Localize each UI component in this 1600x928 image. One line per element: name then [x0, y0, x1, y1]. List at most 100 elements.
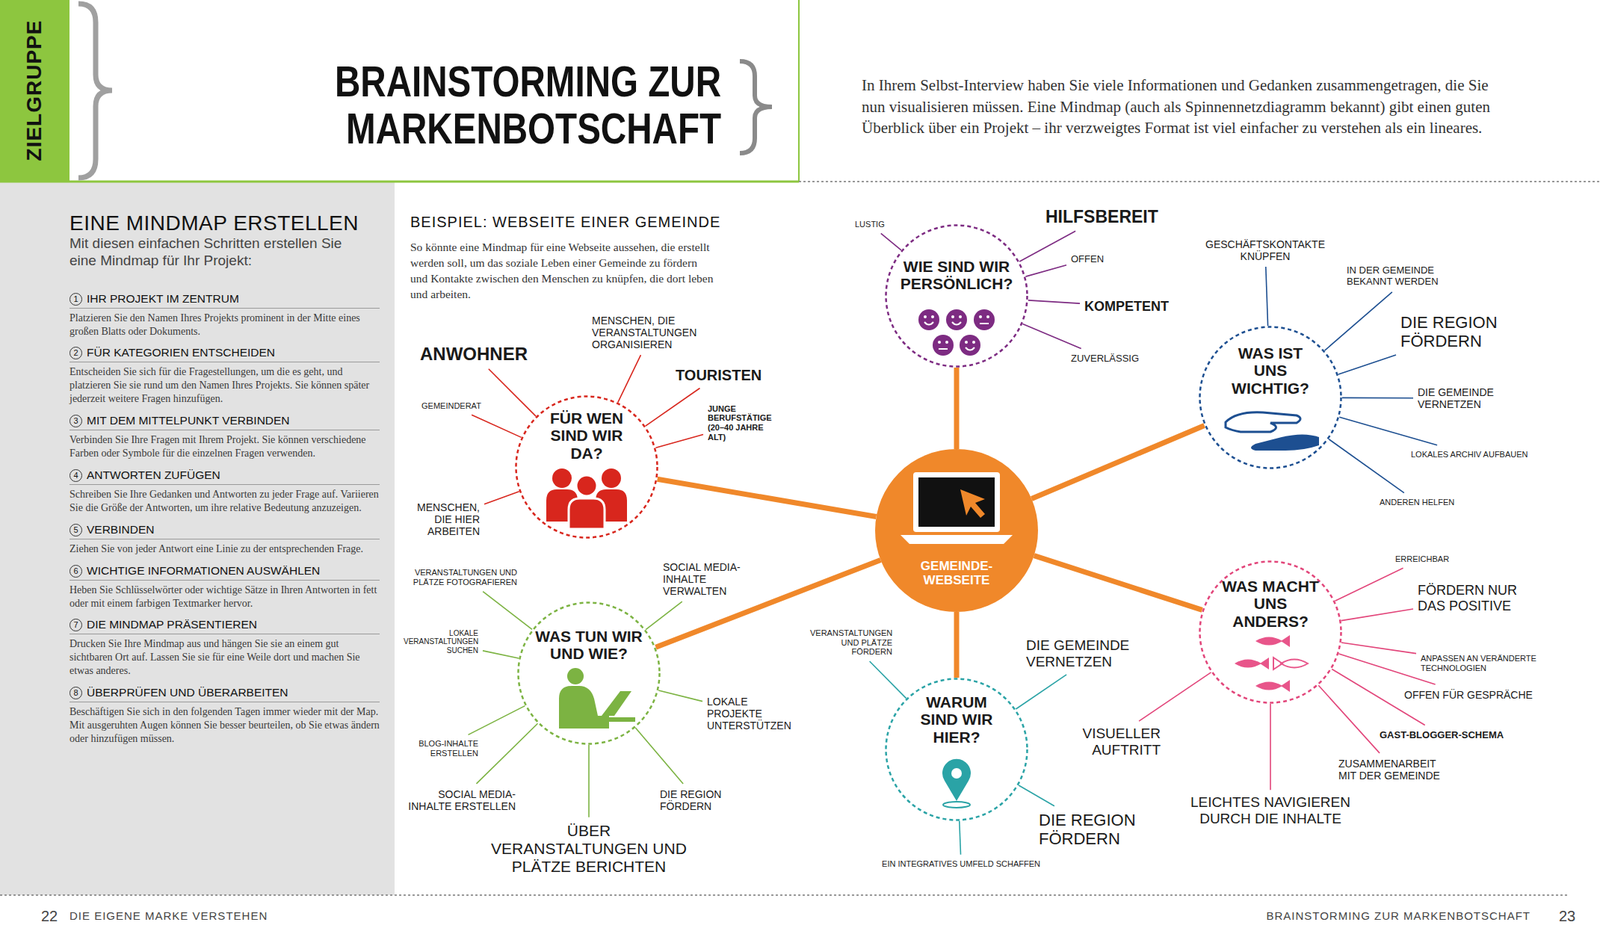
leader-line [476, 723, 538, 784]
answer-label: KOMPETENT [1084, 298, 1169, 315]
text-block: In Ihrem Selbst-Interview haben Sie viel… [861, 74, 1516, 139]
leader-line [588, 745, 590, 818]
smiley [959, 334, 981, 356]
person-head [576, 475, 598, 497]
step-body: Beschäftigen Sie sich in den folgenden T… [69, 705, 380, 746]
answer-label: IN DER GEMEINDE BEKANNT WERDEN [1346, 265, 1474, 288]
header-rule [0, 180, 799, 184]
hub-fill [875, 449, 1039, 613]
circle-label: WAS TUN WIR UND WIE? [529, 627, 649, 663]
leader-line [645, 388, 701, 427]
laptop-base [596, 717, 636, 722]
step-number: 8 [69, 686, 83, 700]
text-block: So könnte eine Mindmap für eine Webseite… [410, 239, 717, 303]
leader-line [1338, 354, 1396, 375]
step: 6WICHTIGE INFORMATIONEN AUSWÄHLENHeben S… [69, 564, 380, 611]
circle-label: WAS MACHT UNS ANDERS? [1214, 577, 1327, 630]
person-head [601, 468, 622, 488]
leader-line [1022, 323, 1081, 349]
people-icon [546, 468, 627, 530]
leader-line [1341, 609, 1414, 622]
answer-label: GAST-BLOGGER-SCHEMA [1379, 730, 1504, 742]
answer-label: ANDEREN HELFEN [1379, 497, 1455, 508]
circle-outline [517, 601, 661, 746]
step-body: Entscheiden Sie sich für die Fragestellu… [69, 365, 380, 406]
answer-label: LEICHTES NAVIGIEREN DURCH DIE INHALTE [1184, 794, 1357, 828]
connector [1034, 556, 1203, 611]
answer-label: DIE REGION FÖRDERN [659, 788, 735, 813]
answer-label: MENSCHEN, DIE VERANSTALTUNGEN ORGANISIER… [591, 314, 712, 351]
answer-label: TOURISTEN [675, 366, 762, 385]
answer-label: DIE REGION FÖRDERN [1400, 313, 1528, 352]
leader-line [1318, 685, 1380, 754]
leader-line [645, 601, 683, 630]
answer-label: OFFEN [1070, 254, 1104, 266]
leader-line [1334, 567, 1403, 601]
panel-content: EINE MINDMAP ERSTELLENMit diesen einfach… [69, 211, 380, 755]
panel-intro: Mit diesen einfachen Schritten erstellen… [69, 235, 354, 270]
step-head: 7DIE MINDMAP PRÄSENTIEREN [69, 618, 380, 635]
answer-label: DIE GEMEINDE VERNETZEN [1026, 637, 1169, 671]
person-head [552, 468, 572, 488]
answer-label: GESCHÄFTSKONTAKTE KNÜPFEN [1201, 238, 1329, 263]
dotted-rule [798, 180, 1600, 183]
answer-label: LOKALES ARCHIV AUFBAUEN [1410, 449, 1529, 460]
step-title: ÜBERPRÜFEN UND ÜBERARBEITEN [86, 686, 289, 699]
answer-label: ÜBER VERANSTALTUNGEN UND PLÄTZE BERICHTE… [487, 822, 690, 876]
step-body: Ziehen Sie von jeder Antwort eine Linie … [69, 542, 380, 557]
connector [1031, 425, 1204, 499]
pin-hole [951, 768, 962, 779]
leader-line [635, 727, 684, 784]
footer-text: 23 [1558, 907, 1576, 926]
laptop-screen [918, 477, 995, 527]
cursor [960, 489, 985, 518]
dashed-ring [518, 603, 660, 745]
footer-text: 22 [41, 907, 58, 926]
section-band: ZIELGRUPPE [0, 0, 70, 182]
leader-line [488, 369, 536, 417]
step-title: MIT DEM MITTELPUNKT VERBINDEN [86, 414, 290, 427]
answer-label: SOCIAL MEDIA-INHALTE VERWALTEN [662, 561, 761, 598]
circle-label: WARUM SIND WIR HIER? [907, 693, 1006, 746]
answer-label: ZUVERLÄSSIG [1070, 353, 1139, 365]
answer-label: ANWOHNER [419, 343, 528, 365]
band-text: ZIELGRUPPE [22, 20, 47, 162]
answer-label: SOCIAL MEDIA-INHALTE ERSTELLEN [403, 788, 516, 813]
step-head: 8ÜBERPRÜFEN UND ÜBERARBEITEN [69, 686, 380, 703]
answer-label: EIN INTEGRATIVES UMFELD SCHAFFEN [881, 859, 1041, 870]
dashed-ring [886, 225, 1028, 367]
leader-line [1015, 674, 1067, 710]
topic-circle: WIE SIND WIR PERSÖNLICH? [884, 224, 1029, 368]
panel-heading: EINE MINDMAP ERSTELLEN [69, 211, 380, 236]
answer-label: MENSCHEN, DIE HIER ARBEITEN [405, 501, 480, 538]
dashed-ring [516, 396, 658, 539]
step-title: VERBINDEN [86, 523, 154, 536]
topic-circle: WAS MACHT UNS ANDERS? [1198, 560, 1343, 704]
leader-line [468, 706, 526, 736]
dashed-ring [1200, 561, 1342, 704]
circle-label: GEMEINDE-WEBSEITE [907, 559, 1006, 588]
answer-label: ZUSAMMENARBEIT MIT DER GEMEINDE [1338, 757, 1451, 782]
leader-line [1269, 703, 1272, 790]
answer-label: ANPASSEN AN VERÄNDERTE TECHNOLOGIEN [1420, 653, 1548, 673]
dashed-ring [886, 679, 1028, 821]
step-head: 2FÜR KATEGORIEN ENTSCHEIDEN [69, 346, 380, 363]
leader-line [1339, 417, 1438, 445]
step-head: 1IHR PROJEKT IM ZENTRUM [69, 292, 380, 309]
leader-line [1028, 300, 1080, 304]
answer-label: JUNGE BERUFSTÄTIGE (20–40 JAHRE ALT) [707, 404, 783, 443]
smiley [932, 334, 954, 356]
topic-circle: WAS IST UNS WICHTIG? [1198, 325, 1343, 470]
leader-line [1342, 397, 1414, 400]
step-head: 5VERBINDEN [69, 523, 380, 540]
leader-line [1341, 642, 1417, 654]
step-title: IHR PROJEKT IM ZENTRUM [86, 292, 240, 305]
side-panel: EINE MINDMAP ERSTELLENMit diesen einfach… [0, 181, 395, 896]
answer-label: LOKALE VERANSTALTUNGEN SUCHEN [403, 629, 479, 656]
header-divider [798, 0, 800, 182]
circle-label: FÜR WEN SIND WIR DA? [538, 409, 636, 462]
step: 8ÜBERPRÜFEN UND ÜBERARBEITEN Beschäftigen… [69, 686, 380, 746]
leader-line [1019, 230, 1076, 262]
step-number: 6 [69, 564, 83, 578]
step-head: 3MIT DEM MITTELPUNKT VERBINDEN [69, 414, 380, 431]
